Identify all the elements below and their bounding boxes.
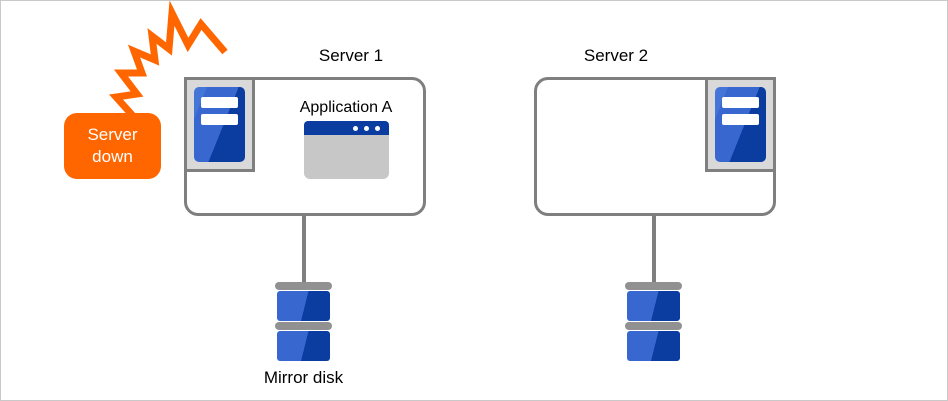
disk-cap (275, 282, 332, 290)
server-down-badge: Server down (64, 113, 161, 179)
server-down-label: Server down (87, 125, 138, 166)
server2-mirror-disk-icon (625, 282, 682, 362)
server-tower-slot (722, 97, 759, 108)
disk-platter (277, 331, 330, 361)
crash-bolt-icon (109, 1, 228, 120)
titlebar-dot (375, 126, 380, 131)
mirror-disk-label: Mirror disk (263, 368, 344, 387)
disk-cap (275, 322, 332, 330)
disk-platter (627, 291, 680, 321)
server-tower-slot (722, 114, 759, 125)
application-window-icon (304, 121, 389, 179)
application-a-label: Application A (299, 99, 393, 116)
window-body (304, 135, 389, 179)
disk-platter (627, 331, 680, 361)
server2-node-icon (705, 77, 776, 172)
window-titlebar (304, 121, 389, 135)
server1-mirror-disk-icon (275, 282, 332, 362)
server1-node-icon (184, 77, 255, 172)
server-tower-slot (201, 97, 238, 108)
disk-cap (625, 282, 682, 290)
server-tower-icon (715, 87, 766, 162)
server1-title: Server 1 (318, 46, 384, 65)
server-tower-slot (201, 114, 238, 125)
titlebar-dot (353, 126, 358, 131)
disk-platter (277, 291, 330, 321)
server2-title: Server 2 (583, 46, 649, 65)
disk-cap (625, 322, 682, 330)
titlebar-dot (364, 126, 369, 131)
server1-disk-connector-line (302, 216, 306, 284)
server-tower-icon (194, 87, 245, 162)
server2-disk-connector-line (652, 216, 656, 284)
